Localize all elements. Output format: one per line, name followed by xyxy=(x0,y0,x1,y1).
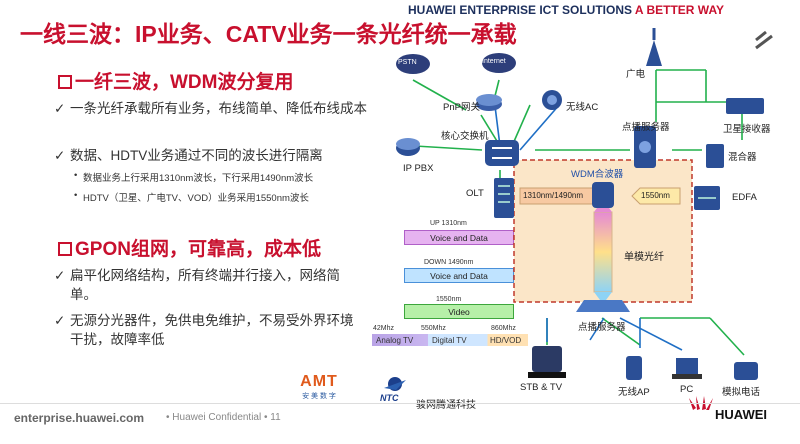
mixer-icon xyxy=(706,144,724,168)
checkbox-icon xyxy=(58,75,72,89)
bullet-item: ✓扁平化网络结构，所有终端并行接入，网络简单。 xyxy=(54,268,340,302)
internet-label: Internet xyxy=(482,58,506,65)
analog-phone-icon xyxy=(734,362,758,380)
video-wavelength-label: 1550nm xyxy=(436,296,462,303)
amt-logo: AMT 安 美 数 字 xyxy=(282,373,356,403)
header-bar xyxy=(0,0,800,44)
check-icon: ✓ xyxy=(54,268,66,283)
wireless-ap-label: 无线AP xyxy=(618,387,650,398)
mixer-label: 混合器 xyxy=(728,152,757,163)
bullet-item: ✓一条光纤承载所有业务，布线简单、降低布线成本 xyxy=(54,101,367,116)
brand-header: HUAWEI ENTERPRISE ICT SOLUTIONS A BETTER… xyxy=(408,3,724,17)
freq-label: 550Mhz xyxy=(421,325,446,332)
wdm-label: WDM合波器 xyxy=(571,169,624,180)
splitter-icon xyxy=(576,300,630,312)
video-wavelength-bar: Video xyxy=(404,304,514,319)
section1-heading: 一纤三波，WDM波分复用 xyxy=(58,67,293,94)
freq-label: 860Mhz xyxy=(491,325,516,332)
pnp-label: PnP网关 xyxy=(443,102,480,113)
footer-confidential: • Huawei Confidential • 11 xyxy=(166,412,281,423)
analog-phone-label: 模拟电话 xyxy=(722,387,761,398)
huawei-wordmark: HUAWEI xyxy=(715,407,767,422)
wavelength-1550-label: 1550nm xyxy=(641,191,670,200)
pstn-label: PSTN xyxy=(398,59,417,66)
pnp-gateway-icon xyxy=(476,94,502,111)
footer-url: enterprise.huawei.com xyxy=(14,411,145,425)
brand-name: HUAWEI ENTERPRISE ICT SOLUTIONS xyxy=(408,3,633,17)
down-wavelength-bar: Voice and Data xyxy=(404,268,514,283)
satellite-receiver-label: 卫星接收器 xyxy=(723,124,771,135)
down-wavelength-label: DOWN 1490nm xyxy=(424,259,474,266)
footer-divider xyxy=(0,403,800,404)
ntc-company-name: 骏网腾通科技 xyxy=(416,400,476,411)
broadcast-label: 广电 xyxy=(626,69,646,80)
up-wavelength-label: UP 1310nm xyxy=(430,220,467,227)
edfa-label: EDFA xyxy=(732,192,757,203)
olt-label: OLT xyxy=(466,188,484,199)
check-icon: ✓ xyxy=(54,313,66,328)
pc-icon xyxy=(672,358,702,379)
check-icon: ✓ xyxy=(54,101,66,116)
sub-bullet: •数据业务上行采用1310nm波长，下行采用1490nm波长 xyxy=(74,170,314,184)
checkbox-icon xyxy=(58,242,72,256)
sub-bullet: •HDTV（卫星、广电TV、VOD）业务采用1550nm波长 xyxy=(74,190,309,204)
freq-label: 42Mhz xyxy=(373,325,395,332)
bullet-item: ✓数据、HDTV业务通过不同的波长进行隔离 xyxy=(54,148,323,163)
edfa-icon xyxy=(694,186,720,210)
wdm-device-icon xyxy=(592,182,614,208)
page-title: 一线三波：IP业务、CATV业务一条光纤统一承载 xyxy=(20,21,517,47)
tower-icon xyxy=(646,28,662,66)
vod-server-top-label: 点播服务器 xyxy=(622,122,670,133)
wireless-ap-icon xyxy=(626,356,642,380)
internet-cloud-icon xyxy=(482,53,516,73)
check-icon: ✓ xyxy=(54,148,66,163)
olt-icon xyxy=(494,178,514,218)
ntc-logo: NTC xyxy=(376,374,414,404)
single-mode-fiber-label: 单模光纤 xyxy=(624,252,664,263)
wireless-ac-label: 无线AC xyxy=(566,102,599,113)
satellite-icon xyxy=(755,30,773,50)
frequency-band-bar xyxy=(372,334,528,346)
core-switch-label: 核心交换机 xyxy=(441,131,489,142)
satellite-receiver-icon xyxy=(726,98,764,114)
vod-server-icon xyxy=(634,126,656,168)
band-label: Digital TV xyxy=(432,336,467,345)
wavelength-1310-1490-label: 1310nm/1490nm xyxy=(523,191,584,200)
band-label: HD/VOD xyxy=(490,336,522,345)
vod-server-bottom-label: 点播服务器 xyxy=(578,322,626,333)
core-switch-icon xyxy=(485,140,519,166)
stb-tv-icon xyxy=(528,346,566,378)
bullet-item: ✓无源分光器件，免供电免维护，不易受外界环境干扰，故障率低 xyxy=(54,313,354,347)
pc-label: PC xyxy=(680,384,694,395)
ip-pbx-label: IP PBX xyxy=(403,163,434,174)
section2-heading: GPON组网，可靠高，成本低 xyxy=(58,234,321,261)
stb-tv-label: STB & TV xyxy=(520,382,563,393)
wireless-ac-icon xyxy=(542,90,562,110)
band-label: Analog TV xyxy=(376,336,414,345)
pstn-cloud-icon xyxy=(396,54,430,74)
ip-pbx-icon xyxy=(396,138,420,156)
brand-tagline: A BETTER WAY xyxy=(634,3,725,17)
